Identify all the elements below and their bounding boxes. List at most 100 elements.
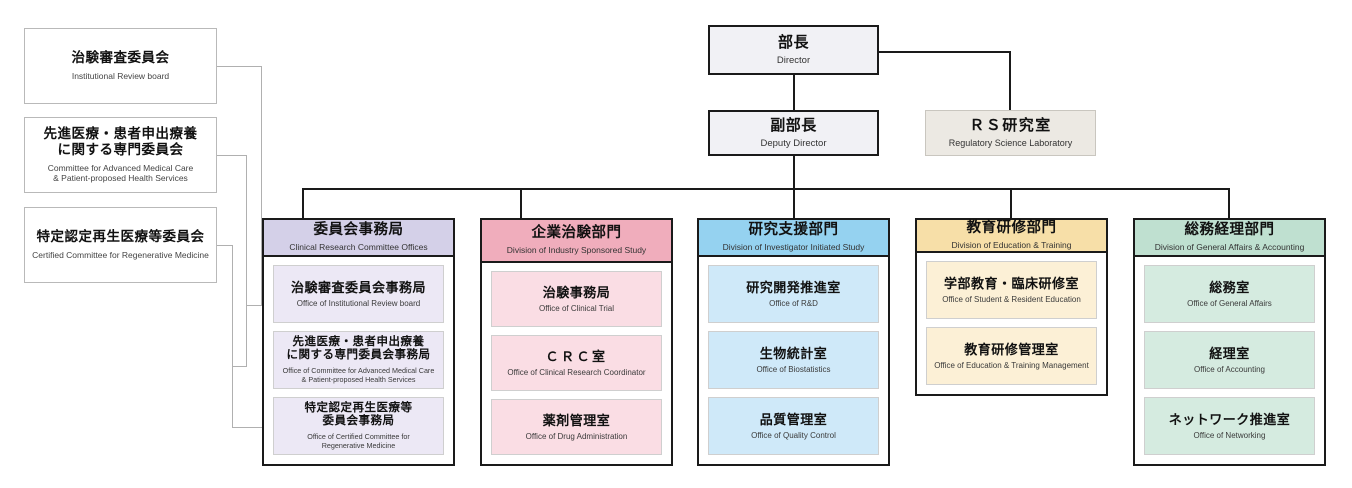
sub-box-en: Office of Institutional Review board — [296, 298, 421, 308]
dept-column-industry-sponsored-study[interactable]: 企業治験部門 Division of Industry Sponsored Stu… — [480, 218, 673, 466]
dept-header-general-affairs-accounting[interactable]: 総務経理部門 Division of General Affairs & Acco… — [1135, 220, 1324, 257]
sub-box-general-affairs-accounting-0[interactable]: 総務室 Office of General Affairs — [1144, 265, 1315, 323]
sub-box-en: Office of Student & Resident Education — [942, 294, 1081, 304]
box-committee-regenerative-jp: 特定認定再生医療等委員会 — [36, 229, 205, 245]
connector-committee-3-h1 — [217, 245, 233, 246]
sub-box-en: Office of Education & Training Managemen… — [934, 360, 1089, 370]
connector-drop-dept-1 — [302, 188, 304, 218]
dept-body-general-affairs-accounting: 総務室 Office of General Affairs 経理室 Office of… — [1135, 257, 1324, 464]
sub-box-jp: 特定認定再生医療等委員会事務局 — [304, 401, 413, 428]
sub-box-en: Office of General Affairs — [1187, 298, 1272, 308]
box-committee-irb-jp: 治験審査委員会 — [71, 50, 170, 66]
sub-box-en: Office of Committee for Advanced Medical… — [282, 365, 435, 384]
sub-box-education-training-1[interactable]: 教育研修管理室 Office of Education & Training Ma… — [926, 327, 1097, 385]
sub-box-jp: 教育研修管理室 — [964, 341, 1059, 357]
dept-header-jp: 総務経理部門 — [1184, 222, 1275, 239]
sub-box-education-training-0[interactable]: 学部教育・臨床研修室 Office of Student & Resident E… — [926, 261, 1097, 319]
connector-committee-2-h2 — [233, 366, 247, 367]
sub-box-general-affairs-accounting-1[interactable]: 経理室 Office of Accounting — [1144, 331, 1315, 389]
box-committee-regenerative[interactable]: 特定認定再生医療等委員会 Certified Committee for Reg… — [24, 207, 217, 283]
box-rs-laboratory[interactable]: ＲＳ研究室 Regulatory Science Laboratory — [925, 110, 1096, 156]
box-committee-irb[interactable]: 治験審査委員会 Institutional Review board — [24, 28, 217, 104]
sub-box-jp: 治験審査委員会事務局 — [290, 279, 426, 295]
dept-header-jp: 教育研修部門 — [966, 220, 1057, 237]
sub-box-jp: 先進医療・患者申出療養に関する専門委員会事務局 — [286, 335, 431, 362]
sub-box-investigator-initiated-study-2[interactable]: 品質管理室 Office of Quality Control — [708, 397, 879, 455]
sub-box-jp: ＣＲＣ室 — [545, 348, 608, 364]
dept-header-en: Clinical Research Committee Offices — [289, 242, 428, 253]
sub-box-en: Office of R&D — [769, 298, 818, 308]
dept-column-committee-offices[interactable]: 委員会事務局 Clinical Research Committee Office… — [262, 218, 455, 466]
sub-box-en: Office of Biostatistics — [756, 364, 831, 374]
connector-drop-dept-4 — [1010, 188, 1012, 218]
connector-drop-dept-2 — [520, 188, 522, 218]
dept-column-general-affairs-accounting[interactable]: 総務経理部門 Division of General Affairs & Acco… — [1133, 218, 1326, 466]
sub-box-industry-sponsored-study-0[interactable]: 治験事務局 Office of Clinical Trial — [491, 271, 662, 327]
box-director[interactable]: 部長 Director — [708, 25, 879, 75]
box-deputy-director[interactable]: 副部長 Deputy Director — [708, 110, 879, 156]
box-director-en: Director — [776, 54, 811, 66]
sub-box-en: Office of Accounting — [1193, 364, 1265, 374]
connector-committee-3-h2 — [232, 427, 262, 428]
dept-header-committee-offices[interactable]: 委員会事務局 Clinical Research Committee Office… — [264, 220, 453, 257]
dept-header-en: Division of Education & Training — [951, 240, 1072, 251]
sub-box-jp: 総務室 — [1209, 279, 1250, 295]
connector-drop-dept-3 — [793, 188, 795, 218]
box-committee-regenerative-en: Certified Committee for Regenerative Med… — [32, 250, 209, 261]
box-deputy-director-en: Deputy Director — [760, 137, 827, 149]
sub-box-jp: 学部教育・臨床研修室 — [943, 275, 1079, 291]
dept-header-en: Division of Investigator Initiated Study — [722, 242, 865, 253]
connector-director-to-deputy — [793, 75, 795, 111]
dept-body-committee-offices: 治験審査委員会事務局 Office of Institutional Review… — [264, 257, 453, 464]
sub-box-jp: 研究開発推進室 — [746, 279, 841, 295]
sub-box-en: Office of Clinical Trial — [539, 303, 614, 313]
sub-box-jp: 治験事務局 — [542, 284, 611, 300]
connector-committee-3-v — [232, 245, 233, 427]
sub-box-jp: 生物統計室 — [759, 345, 828, 361]
dept-header-en: Division of Industry Sponsored Study — [506, 245, 647, 256]
sub-box-jp: 経理室 — [1209, 345, 1250, 361]
connector-committee-1-h2 — [247, 305, 262, 306]
dept-header-education-training[interactable]: 教育研修部門 Division of Education & Training — [917, 220, 1106, 253]
box-deputy-director-jp: 副部長 — [770, 116, 817, 134]
sub-box-committee-offices-1[interactable]: 先進医療・患者申出療養に関する専門委員会事務局 Office of Committ… — [273, 331, 444, 389]
connector-committee-2-h1 — [217, 155, 247, 156]
sub-box-committee-offices-0[interactable]: 治験審査委員会事務局 Office of Institutional Review… — [273, 265, 444, 323]
dept-header-en: Division of General Affairs & Accounting — [1154, 242, 1305, 253]
sub-box-investigator-initiated-study-1[interactable]: 生物統計室 Office of Biostatistics — [708, 331, 879, 389]
connector-director-to-rs-v — [1009, 51, 1011, 111]
sub-box-general-affairs-accounting-2[interactable]: ネットワーク推進室 Office of Networking — [1144, 397, 1315, 455]
box-committee-irb-en: Institutional Review board — [71, 71, 170, 82]
connector-committee-1-h1 — [217, 66, 262, 67]
connector-drop-dept-5 — [1228, 188, 1230, 218]
dept-header-jp: 研究支援部門 — [748, 222, 839, 239]
sub-box-committee-offices-2[interactable]: 特定認定再生医療等委員会事務局 Office of Certified Commi… — [273, 397, 444, 455]
dept-header-jp: 委員会事務局 — [313, 222, 404, 239]
dept-header-jp: 企業治験部門 — [531, 225, 622, 242]
sub-box-investigator-initiated-study-0[interactable]: 研究開発推進室 Office of R&D — [708, 265, 879, 323]
dept-body-education-training: 学部教育・臨床研修室 Office of Student & Resident E… — [917, 253, 1106, 394]
connector-director-to-rs-h — [879, 51, 1011, 53]
box-director-jp: 部長 — [777, 33, 809, 51]
sub-box-jp: 品質管理室 — [759, 411, 828, 427]
sub-box-jp: ネットワーク推進室 — [1168, 411, 1291, 427]
connector-trunk-horizontal — [302, 188, 1230, 190]
sub-box-en: Office of Quality Control — [751, 430, 836, 440]
dept-header-industry-sponsored-study[interactable]: 企業治験部門 Division of Industry Sponsored Stu… — [482, 220, 671, 263]
sub-box-en: Office of Networking — [1193, 430, 1266, 440]
box-rs-laboratory-en: Regulatory Science Laboratory — [948, 138, 1073, 149]
box-committee-advanced-medical-en: Committee for Advanced Medical Care& Pat… — [47, 163, 194, 184]
box-committee-advanced-medical[interactable]: 先進医療・患者申出療養に関する専門委員会 Committee for Advan… — [24, 117, 217, 193]
box-rs-laboratory-jp: ＲＳ研究室 — [969, 116, 1052, 134]
dept-header-investigator-initiated-study[interactable]: 研究支援部門 Division of Investigator Initiated… — [699, 220, 888, 257]
connector-deputy-down — [793, 156, 795, 189]
connector-committee-2-v — [246, 155, 247, 366]
dept-column-education-training[interactable]: 教育研修部門 Division of Education & Training 学部… — [915, 218, 1108, 396]
dept-body-investigator-initiated-study: 研究開発推進室 Office of R&D 生物統計室 Office of Biost… — [699, 257, 888, 464]
dept-column-investigator-initiated-study[interactable]: 研究支援部門 Division of Investigator Initiated… — [697, 218, 890, 466]
